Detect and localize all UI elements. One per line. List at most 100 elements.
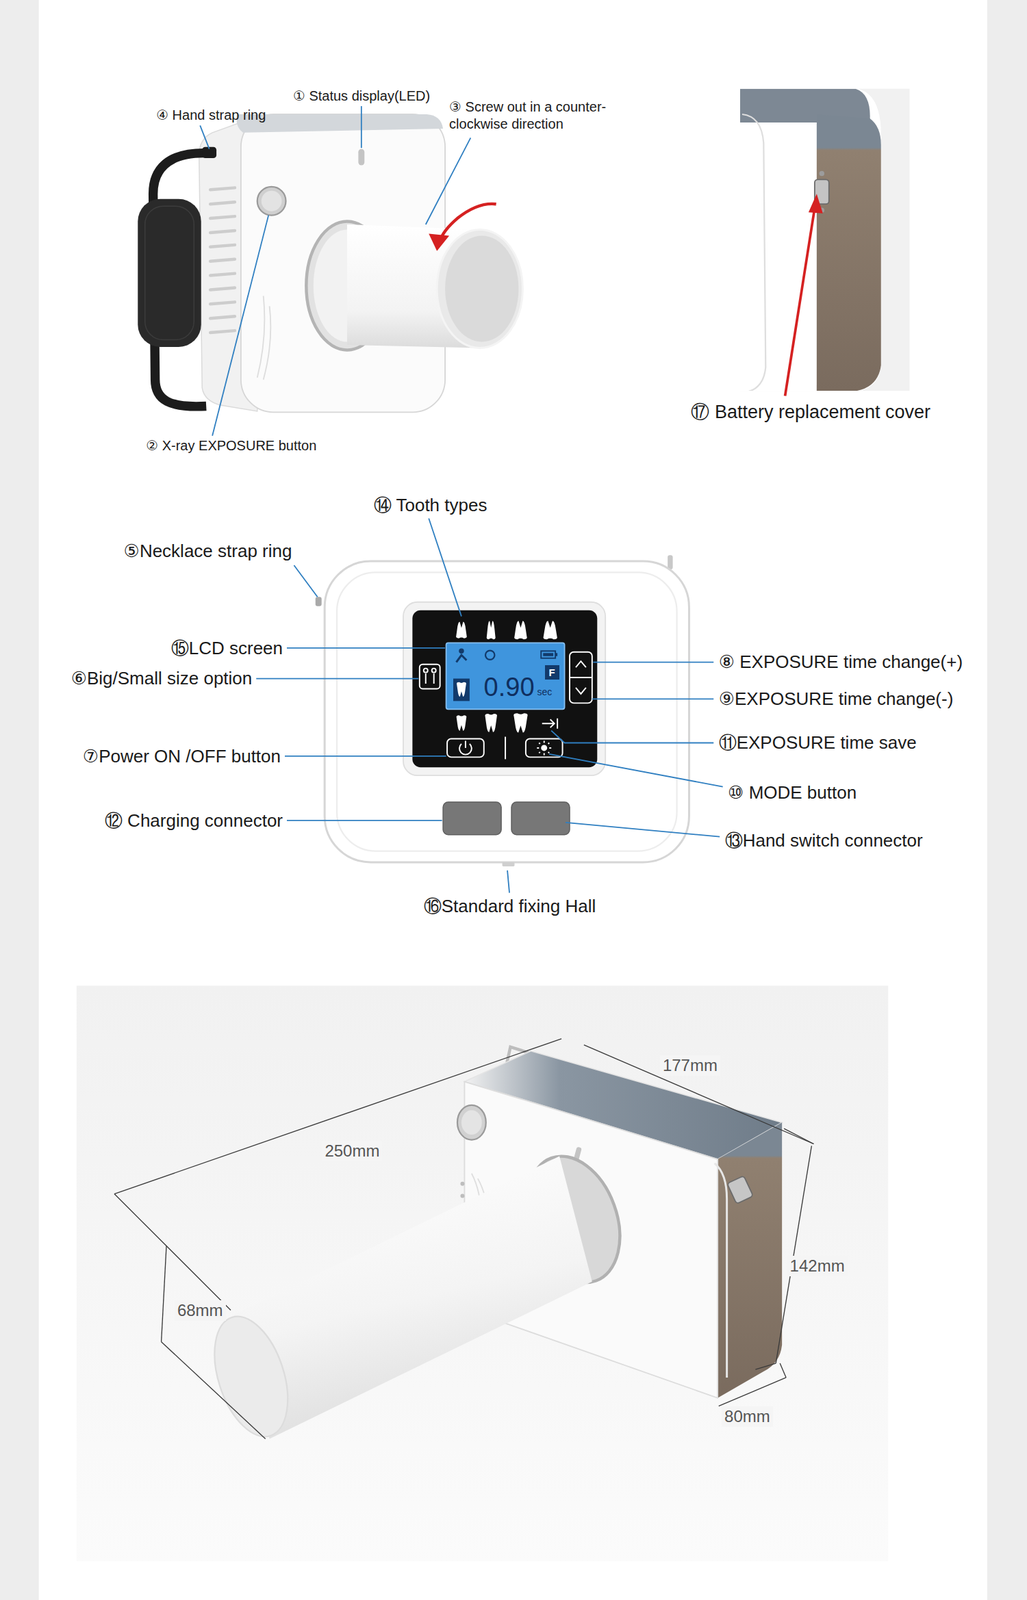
leader-lines [507, 870, 510, 894]
device-front [504, 737, 506, 760]
photo-ground [76, 985, 889, 1562]
badge-letter: F [549, 667, 556, 678]
rotate-arrow [440, 204, 497, 242]
device-front [543, 620, 558, 640]
device-perspective [727, 1176, 754, 1205]
device-perspective [714, 1163, 728, 1379]
callout-label: ⑰ Battery replacement cover [690, 401, 931, 425]
callout-label: ⑦Power ON /OFF button [82, 745, 281, 769]
dimension-label: 68mm [174, 1300, 226, 1322]
leader-lines [199, 125, 209, 149]
callout-label: ⑨EXPOSURE time change(-) [718, 688, 954, 711]
callout-label: ⑭ Tooth types [373, 494, 488, 517]
device-front [315, 555, 690, 867]
device-front [502, 862, 515, 867]
leader-lines [286, 647, 446, 650]
device-front [458, 649, 464, 654]
leader-lines [428, 518, 462, 617]
callout-label: ⑥Big/Small size option [71, 667, 253, 691]
callout-label: ④ Hand strap ring [156, 106, 266, 124]
dimension-label: 250mm [321, 1141, 383, 1162]
device-three-quarter [257, 186, 287, 216]
device-front [425, 673, 427, 684]
device-three-quarter [210, 230, 235, 233]
device-front [464, 741, 467, 749]
device-front [513, 713, 528, 733]
leader-lines [256, 678, 419, 680]
device-front [667, 555, 673, 570]
callout-label: ⑯Standard fixing Hall [423, 895, 596, 919]
dimension-label: 142mm [787, 1256, 848, 1277]
leader-lines [284, 755, 447, 758]
red-pointer [785, 193, 823, 396]
leader-lines [199, 106, 471, 437]
dimension-lines [161, 1342, 266, 1440]
device-front [486, 620, 496, 640]
device-three-quarter [358, 149, 365, 166]
callout-label: ⑮LCD screen [171, 637, 283, 661]
device-three-quarter [210, 273, 235, 276]
device-front [453, 679, 470, 702]
leader-lines [360, 106, 363, 148]
dimension-lines [161, 1246, 167, 1343]
device-three-quarter [445, 235, 519, 342]
callout-label: ③ Screw out in a counter-clockwise direc… [449, 98, 635, 133]
device-front [324, 561, 689, 863]
device-perspective [457, 1105, 487, 1141]
white-panel [39, 0, 988, 1600]
rotate-arrow [428, 233, 450, 251]
device-perspective [460, 1182, 465, 1187]
device-three-quarter [137, 114, 523, 413]
device-three-quarter [210, 201, 235, 205]
device-three-quarter [261, 191, 283, 212]
device-front [453, 649, 558, 702]
device-front [484, 714, 498, 733]
device-front [315, 597, 322, 606]
leader-lines [212, 215, 269, 437]
device-front [432, 668, 437, 674]
device-front [540, 744, 548, 752]
device-front [536, 741, 552, 756]
device-front [514, 620, 527, 640]
device-front [525, 739, 563, 758]
leader-lines [592, 662, 714, 664]
callout-label: ⑤Necklace strap ring [123, 540, 293, 563]
leader-lines [565, 822, 720, 838]
device-front [569, 677, 593, 679]
callout-label: ⑬Hand switch connector [725, 829, 923, 853]
battery-inset [742, 114, 766, 391]
leader-lines [551, 731, 714, 744]
dimension-lines [114, 1039, 562, 1195]
dimension-lines [718, 1378, 786, 1407]
dimension-lines [114, 1194, 231, 1312]
device-front [455, 622, 467, 639]
device-front [433, 673, 435, 684]
device-front [419, 664, 441, 690]
device-front [456, 655, 467, 663]
lcd-reading: 0.90 [484, 674, 535, 701]
lcd-display: 0.90secF [446, 642, 565, 710]
leader-lines [286, 820, 443, 822]
callout-label: ② X-ray EXPOSURE button [145, 437, 317, 455]
battery-inset [816, 114, 882, 391]
device-perspective [460, 1194, 465, 1199]
leader-lines [256, 518, 723, 893]
dimension-label: 177mm [660, 1055, 721, 1077]
device-three-quarter [436, 229, 523, 348]
device-front [569, 652, 593, 704]
dimension-lines [114, 1039, 814, 1440]
device-three-quarter [210, 330, 235, 333]
device-front [575, 661, 587, 668]
device-perspective [727, 1176, 754, 1205]
device-front [403, 602, 606, 776]
device-three-quarter [210, 316, 235, 319]
device-front [540, 651, 556, 658]
battery-inset [740, 89, 910, 393]
leader-lines [592, 698, 714, 700]
device-front [511, 802, 570, 836]
battery-inset [819, 171, 825, 176]
